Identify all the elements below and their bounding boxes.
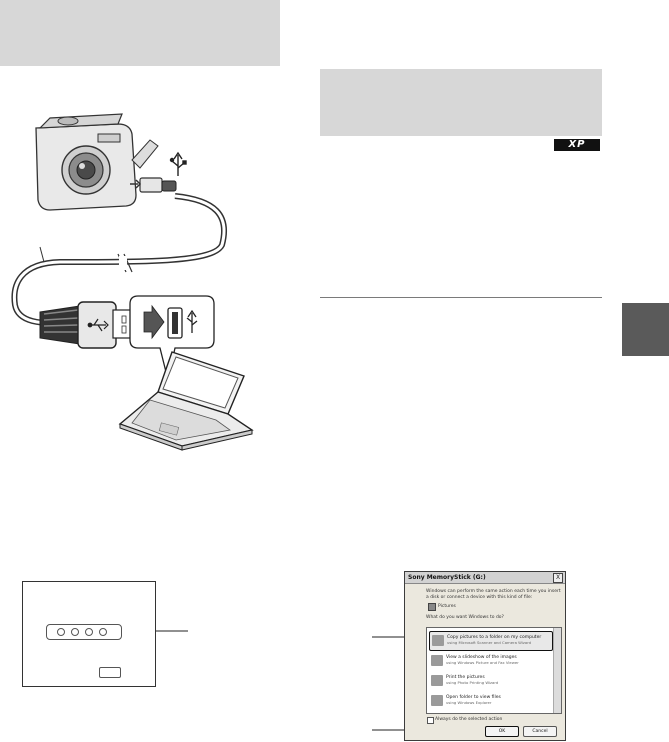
indicator-dot	[57, 628, 65, 636]
indicator-dot	[99, 628, 107, 636]
divider-rule	[320, 297, 602, 298]
dialog-intro-line-1: Windows can perform the same action each…	[426, 589, 561, 594]
usb-cable-inner	[12, 194, 226, 325]
cancel-button[interactable]: Cancel	[523, 726, 557, 737]
close-icon[interactable]: X	[553, 573, 563, 583]
scanner-camera-icon	[432, 635, 444, 646]
chapter-side-tab	[622, 303, 669, 356]
option-open-folder[interactable]: Open folder to view files using Windows …	[429, 692, 551, 710]
list-scrollbar[interactable]	[553, 628, 561, 713]
cable-callout-line	[39, 246, 45, 263]
dialog-intro-line-2: a disk or connect a device with this kin…	[426, 595, 533, 600]
printer-icon	[431, 675, 443, 686]
always-do-checkbox[interactable]	[427, 717, 434, 724]
camera-icon	[35, 113, 159, 211]
option-copy-pictures[interactable]: Copy pictures to a folder on my computer…	[429, 631, 553, 651]
dialog-question: What do you want Windows to do?	[426, 615, 504, 620]
indicator-dot	[85, 628, 93, 636]
dialog-titlebar: Sony MemoryStick (G:)	[405, 572, 565, 584]
option-slideshow[interactable]: View a slideshow of the images using Win…	[429, 652, 551, 670]
pictures-icon	[428, 603, 436, 611]
indicator-dot	[71, 628, 79, 636]
action-list[interactable]: Copy pictures to a folder on my computer…	[426, 627, 562, 714]
section-header-right	[320, 69, 602, 136]
slideshow-icon	[431, 655, 443, 666]
section-header-left	[0, 0, 280, 66]
ok-button[interactable]: OK	[485, 726, 519, 737]
dialog-file-type: Pictures	[438, 604, 456, 609]
windows-xp-badge: XP	[554, 139, 600, 151]
screen-button-shape	[99, 667, 121, 678]
laptop-icon	[118, 351, 254, 451]
folder-icon	[431, 695, 443, 706]
mini-usb-plug	[130, 177, 177, 193]
usb-a-plug	[39, 301, 138, 349]
cable-break-gap	[119, 256, 127, 270]
usb-mode-indicator	[46, 624, 122, 640]
always-do-label: Always do the selected action	[435, 717, 503, 722]
autoplay-dialog: Sony MemoryStick (G:) X Windows can perf…	[404, 571, 566, 741]
usb-symbol-icon	[169, 151, 187, 176]
option-print[interactable]: Print the pictures using Photo Printing …	[429, 672, 551, 690]
dialog-title: Sony MemoryStick (G:)	[408, 574, 486, 581]
